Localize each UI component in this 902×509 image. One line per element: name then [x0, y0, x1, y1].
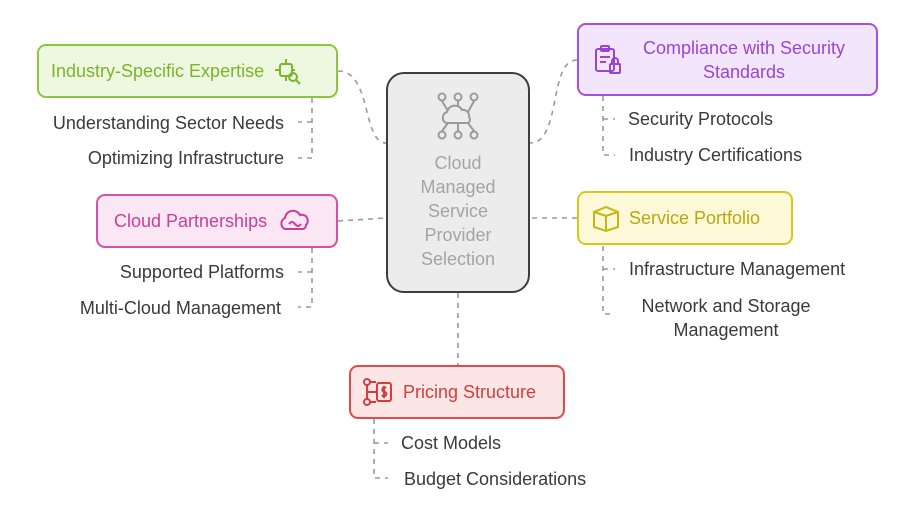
leaf-security-protocols: Security Protocols	[628, 109, 774, 129]
branch-compliance[interactable]: Compliance with Security Standards	[577, 23, 878, 96]
leaf-text: Network and Storage Management	[641, 296, 811, 340]
branch-title: Pricing Structure	[403, 381, 537, 402]
clipboard-lock-icon	[591, 43, 625, 77]
leaf-understanding-sector-needs: Understanding Sector Needs	[52, 113, 284, 133]
gear-search-icon	[270, 54, 304, 88]
branch-title: Cloud Partnerships	[114, 210, 268, 231]
branch-cloud-partnerships[interactable]: Cloud Partnerships	[96, 194, 338, 248]
link-expertise	[337, 70, 387, 144]
branch-title: Compliance with Security Standards	[642, 37, 846, 82]
leaf-network-storage-management: Network and Storage Management	[628, 294, 824, 342]
leaf-optimizing-infrastructure: Optimizing Infrastructure	[87, 148, 284, 168]
leaf-infrastructure-management: Infrastructure Management	[629, 259, 846, 279]
leaf-multi-cloud-management: Multi-Cloud Management	[79, 298, 281, 318]
bracket-pricing	[373, 419, 388, 479]
pricing-flow-icon	[361, 375, 395, 409]
bracket-partnerships	[298, 248, 313, 308]
branch-title: Industry-Specific Expertise	[51, 60, 265, 81]
branch-title: Service Portfolio	[629, 207, 761, 228]
box-icon	[589, 201, 623, 235]
center-title: Cloud Managed Service Provider Selection	[420, 153, 496, 269]
bracket-expertise	[298, 98, 313, 159]
leaf-supported-platforms: Supported Platforms	[119, 262, 284, 282]
cloud-hands-icon	[277, 204, 311, 238]
link-compliance	[529, 59, 578, 144]
link-partnerships	[337, 217, 387, 222]
leaf-industry-certifications: Industry Certifications	[629, 145, 803, 165]
branch-industry-expertise[interactable]: Industry-Specific Expertise	[37, 44, 338, 98]
bracket-portfolio	[602, 246, 615, 315]
bracket-compliance	[602, 96, 615, 156]
cloud-network-icon	[434, 92, 482, 145]
leaf-cost-models: Cost Models	[401, 433, 502, 453]
branch-pricing-structure[interactable]: Pricing Structure	[349, 365, 565, 419]
center-node[interactable]: Cloud Managed Service Provider Selection	[386, 72, 530, 293]
leaf-budget-considerations: Budget Considerations	[404, 469, 587, 489]
branch-service-portfolio[interactable]: Service Portfolio	[577, 191, 793, 245]
